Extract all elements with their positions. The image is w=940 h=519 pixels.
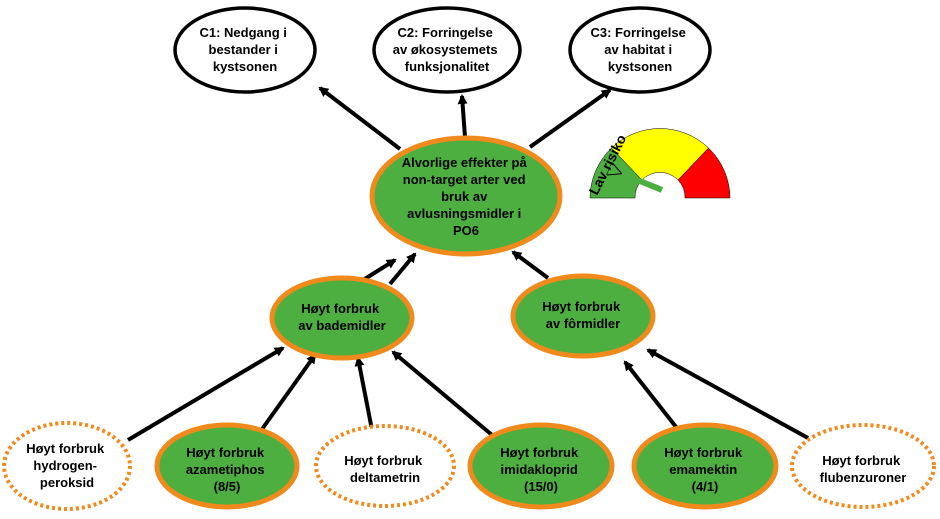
formidler-line-1: Høyt forbruk (542, 299, 621, 314)
consequence-c1: C1: Nedgang i bestander i kystsonen (173, 6, 317, 94)
edge-central-c2 (457, 94, 468, 138)
emamektin-line-1: Høyt forbruk (664, 445, 743, 460)
emamektin-line-3: (4/1) (692, 479, 719, 494)
azametiphos-line-1: Høyt forbruk (186, 445, 265, 460)
svg-text:Høyt forbruk hydrogen-: Høyt forbruk hydrogen- peroksid (26, 441, 108, 490)
bademidler-line-2: av bademidler (298, 318, 385, 333)
c2-line-1: C2: Forringelse (398, 25, 493, 40)
edge-hydrogenperoksid-bademidler (126, 346, 285, 442)
central-line-2: non-target arter ved (403, 172, 526, 187)
deltametrin-line-2: deltametrin (350, 470, 420, 485)
imidakloprid-line-1: Høyt forbruk (500, 445, 579, 460)
gauge-high-segment (677, 147, 731, 199)
flubenzuroner-line-2: flubenzuroner (820, 470, 907, 485)
central-line-4: avlusningsmidler i (407, 206, 521, 221)
edge-azametiphos-bademidler (258, 353, 317, 434)
edge-imidakloprid-bademidler (391, 350, 500, 442)
bottom-node-azametiphos: Høyt forbruk azametiphos (8/5) (154, 422, 300, 510)
azametiphos-line-2: azametiphos (186, 462, 265, 477)
edge-flubenzuroner-formidler (646, 348, 809, 440)
bottom-node-deltametrin: Høyt forbruk deltametrin (314, 424, 456, 508)
edges (126, 86, 809, 442)
middle-node-formidler: Høyt forbruk av fôrmidler (510, 273, 656, 359)
c1-line-3: kystsonen (213, 59, 277, 74)
imidakloprid-line-2: imidakloprid (501, 462, 578, 477)
edge-formidler-central (511, 250, 550, 280)
c3-line-2: av habitat i (604, 42, 672, 57)
bottom-node-emamektin: Høyt forbruk emamektin (4/1) (631, 422, 779, 510)
azametiphos-line-3: (8/5) (214, 479, 241, 494)
edge-emamektin-formidler (623, 360, 682, 434)
emamektin-line-2: emamektin (669, 462, 737, 477)
imidakloprid-line-3: (15/0) (524, 479, 558, 494)
edge-deltametrin-bademidler (354, 356, 374, 431)
c2-line-3: funksjonalitet (405, 59, 490, 74)
c1-line-1: C1: Nedgang i (199, 25, 286, 40)
svg-text:Høyt forbruk imidaklopri: Høyt forbruk imidakloprid (15/0) (500, 445, 582, 494)
bottom-node-hydrogenperoksid: Høyt forbruk hydrogen- peroksid (2, 421, 132, 511)
edge-central-c1 (318, 86, 402, 151)
hydrogenperoksid-line-3: peroksid (40, 475, 94, 490)
consequence-c3: C3: Forringelse av habitat i kystsonen (568, 6, 712, 94)
deltametrin-line-1: Høyt forbruk (344, 453, 423, 468)
svg-text:Alvorlige effekter på no: Alvorlige effekter på non-target arter v… (402, 155, 531, 238)
gauge-arrow-icon (620, 173, 664, 193)
hydrogenperoksid-line-2: hydrogen- (33, 458, 97, 473)
svg-text:C2: Forringelse av økosy: C2: Forringelse av økosystemets funksjon… (393, 25, 501, 74)
flubenzuroner-line-1: Høyt forbruk (822, 453, 901, 468)
bottom-node-flubenzuroner: Høyt forbruk flubenzuroner (790, 423, 936, 509)
edge-bademidler-central-2 (388, 252, 417, 286)
central-line-1: Alvorlige effekter på (402, 155, 528, 170)
bottom-node-imidakloprid: Høyt forbruk imidakloprid (15/0) (467, 422, 615, 510)
svg-text:Høyt forbruk av fôrmidle: Høyt forbruk av fôrmidler (542, 299, 624, 331)
central-line-5: PO6 (453, 223, 479, 238)
svg-text:Høyt forbruk flubenzuron: Høyt forbruk flubenzuroner (820, 453, 907, 485)
svg-text:Høyt forbruk av bademidl: Høyt forbruk av bademidler (298, 301, 385, 333)
svg-text:Høyt forbruk azametiphos: Høyt forbruk azametiphos (8/5) (186, 445, 268, 494)
formidler-line-2: av fôrmidler (546, 316, 620, 331)
consequence-c2: C2: Forringelse av økosystemets funksjon… (372, 6, 522, 94)
svg-text:C1: Nedgang i bestander: C1: Nedgang i bestander i kystsonen (199, 25, 290, 74)
svg-text:Høyt forbruk emamektin: Høyt forbruk emamektin (4/1) (664, 445, 746, 494)
svg-text:Høyt forbruk deltametrin: Høyt forbruk deltametrin (344, 453, 426, 485)
c2-line-2: av økosystemets (393, 42, 498, 57)
central-node: Alvorlige effekter på non-target arter v… (369, 135, 563, 257)
c3-line-1: C3: Forringelse (591, 25, 686, 40)
c1-line-2: bestander i (209, 42, 278, 57)
risk-gauge: Lav risiko (585, 128, 731, 199)
hydrogenperoksid-line-1: Høyt forbruk (26, 441, 105, 456)
svg-text:C3: Forringelse av habit: C3: Forringelse av habitat i kystsonen (591, 25, 690, 74)
edge-central-c3 (528, 88, 612, 149)
central-line-3: bruk av (441, 189, 488, 204)
gauge-medium-segment (611, 128, 709, 181)
c3-line-3: kystsonen (608, 59, 672, 74)
bademidler-line-1: Høyt forbruk (301, 301, 380, 316)
middle-node-bademidler: Høyt forbruk av bademidler (269, 275, 415, 361)
